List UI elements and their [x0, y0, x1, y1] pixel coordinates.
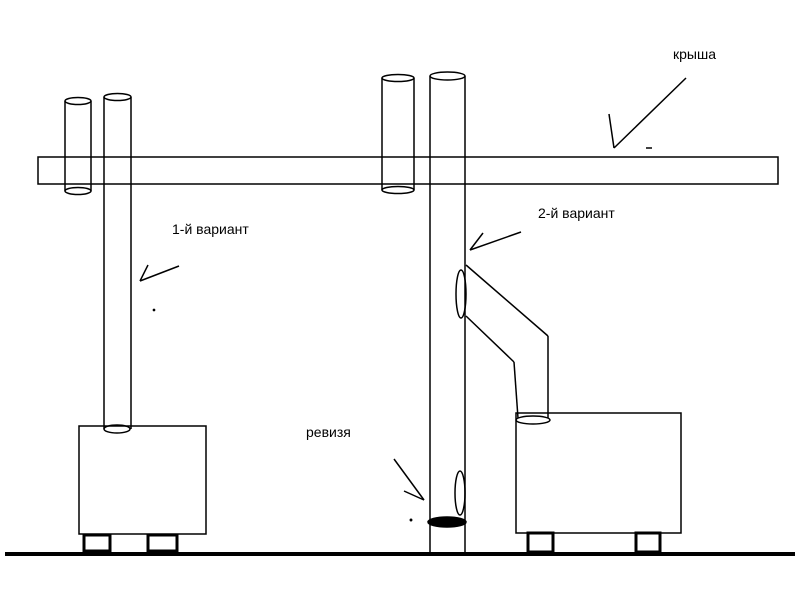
variant2-stove-leg-right [634, 531, 662, 554]
variant2-chimney [429, 71, 466, 554]
dot-mark [152, 308, 156, 312]
roof-arrow [608, 77, 687, 149]
roof-label: крыша [673, 46, 716, 62]
variant1-label: 1-й вариант [172, 221, 249, 237]
dot-mark-2 [409, 518, 413, 522]
variant2-stove [515, 412, 682, 534]
connector-pipe [465, 264, 549, 419]
variant1-stove-leg-right [146, 533, 179, 553]
revision-arrow [393, 458, 425, 501]
variant2-stove-outlet [515, 415, 551, 425]
variant1-roof-pipe [64, 96, 92, 196]
revision-label: ревизя [306, 424, 351, 440]
revision-cap [427, 516, 467, 528]
variant2-label: 2-й вариант [538, 205, 615, 221]
variant2-arrow [469, 231, 522, 251]
variant1-arrow [139, 264, 180, 282]
variant1-stove [78, 425, 207, 535]
roof-beam [37, 156, 779, 185]
variant1-chimney [103, 92, 132, 434]
revision-hatch [454, 470, 466, 516]
variant2-roof-pipe [381, 73, 415, 195]
variant2-side-inlet [455, 269, 467, 319]
variant1-stove-leg-left [82, 533, 112, 553]
variant2-stove-leg-left [526, 531, 555, 554]
